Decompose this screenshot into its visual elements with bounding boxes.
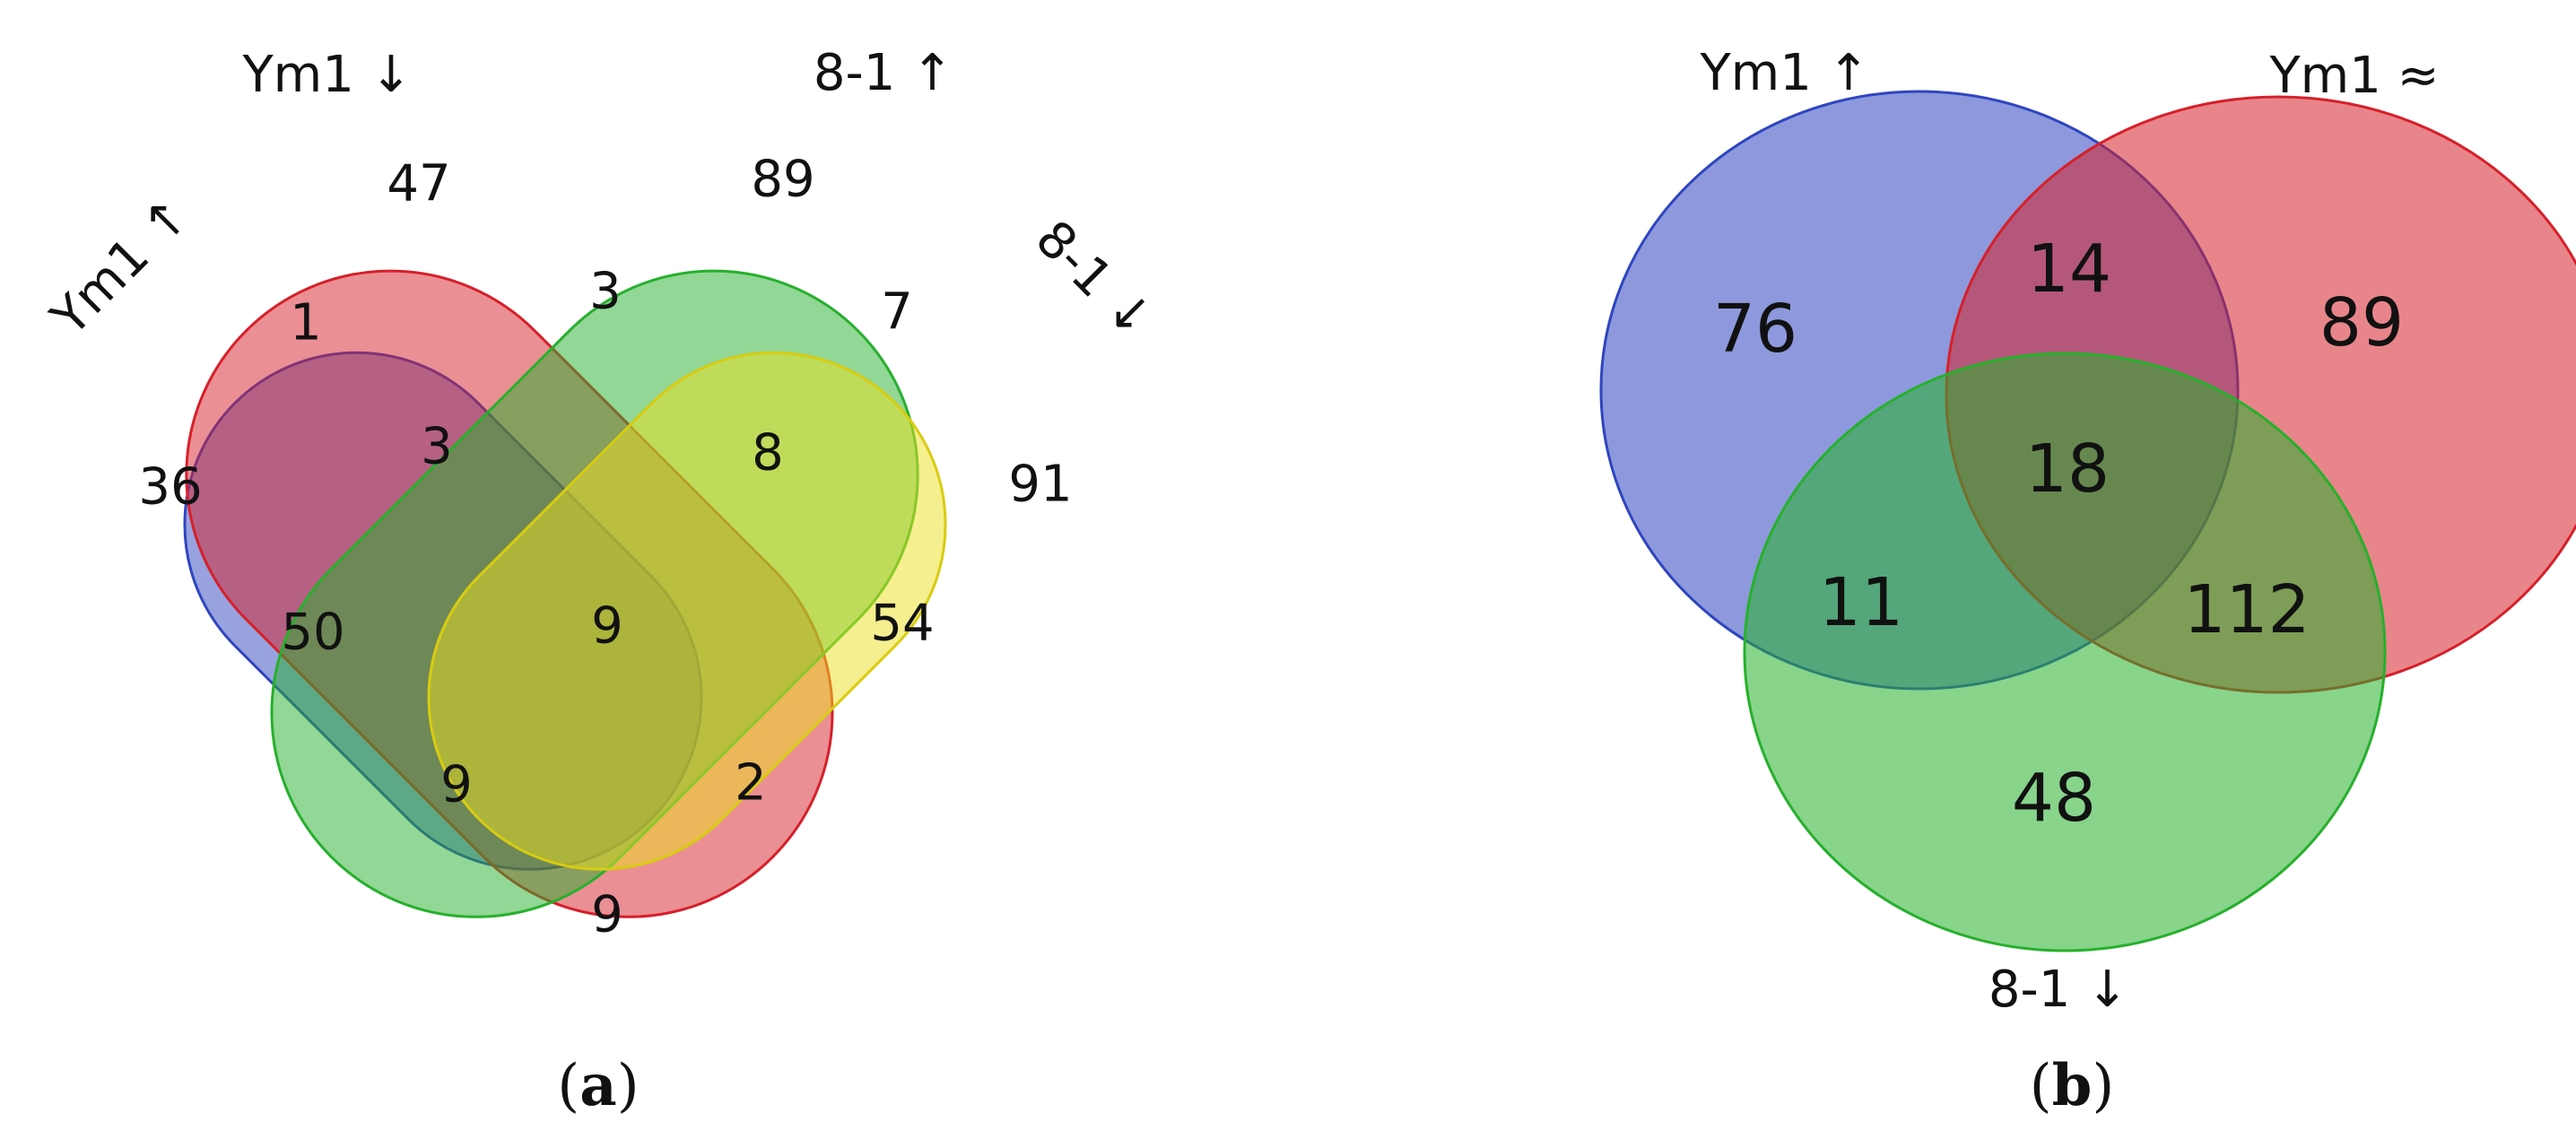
set-b-label-ym1-up: Ym1 ↑ <box>1699 44 1869 102</box>
count-ym1-down-only: 47 <box>387 155 450 213</box>
count-8-1-up-only: 89 <box>751 151 814 209</box>
count-ym1-up-ym1-down: 1 <box>290 294 322 352</box>
count-b-ym1-approx-only: 89 <box>2319 284 2404 361</box>
count-b-ym1-up-8-1-down: 11 <box>1819 564 1903 641</box>
panel-a-caption: (a) <box>557 1052 639 1119</box>
count-ym1-down-8-1-down: 54 <box>870 595 934 653</box>
venn-panel-b: Ym1 ↑ Ym1 ≈ 8-1 ↓ 76 89 48 14 11 112 18 … <box>1599 44 2576 1119</box>
set-8-1-down-shape <box>427 351 947 871</box>
set-label-8-1-up: 8-1 ↑ <box>814 44 953 102</box>
count-ym1-up-8-1-up: 50 <box>281 604 344 662</box>
count-b-ym1-up-ym1-approx: 14 <box>2027 230 2111 308</box>
set-label-ym1-up: Ym1 ↑ <box>39 186 201 347</box>
count-b-all-three: 18 <box>2025 430 2110 508</box>
count-ym1-down-8-1-up: 3 <box>589 263 622 321</box>
count-ym1-up-only: 36 <box>138 458 202 517</box>
count-ym1-up-8-1-up-8-1-down: 9 <box>440 756 473 814</box>
set-label-ym1-down: Ym1 ↓ <box>241 46 412 104</box>
venn-panel-a: Ym1 ↑ Ym1 ↓ 8-1 ↑ 8-1 ↓ 36 47 89 91 1 3 … <box>39 44 1164 1119</box>
set-b-label-ym1-approx: Ym1 ≈ <box>2268 47 2439 105</box>
count-all-four: 9 <box>591 597 623 656</box>
panel-b-caption: (b) <box>2030 1052 2115 1119</box>
count-b-8-1-down-only: 48 <box>2012 760 2096 837</box>
count-8-1-down-only: 91 <box>1008 456 1072 514</box>
set-b-8-1-down-shape <box>1743 352 2387 952</box>
count-b-ym1-up-only: 76 <box>1713 291 1797 368</box>
count-ym1-up-ym1-down-8-1-up: 3 <box>421 418 453 476</box>
set-b-label-8-1-down: 8-1 ↓ <box>1989 961 2128 1019</box>
count-ym1-up-ym1-down-8-1-down: 2 <box>735 754 767 813</box>
count-8-1-up-8-1-down: 7 <box>881 283 913 342</box>
set-label-8-1-down: 8-1 ↓ <box>1024 210 1164 350</box>
count-ym1-up-8-1-down: 9 <box>591 886 623 944</box>
count-ym1-down-8-1-up-8-1-down: 8 <box>752 424 784 483</box>
count-b-ym1-approx-8-1-down: 112 <box>2183 571 2310 648</box>
